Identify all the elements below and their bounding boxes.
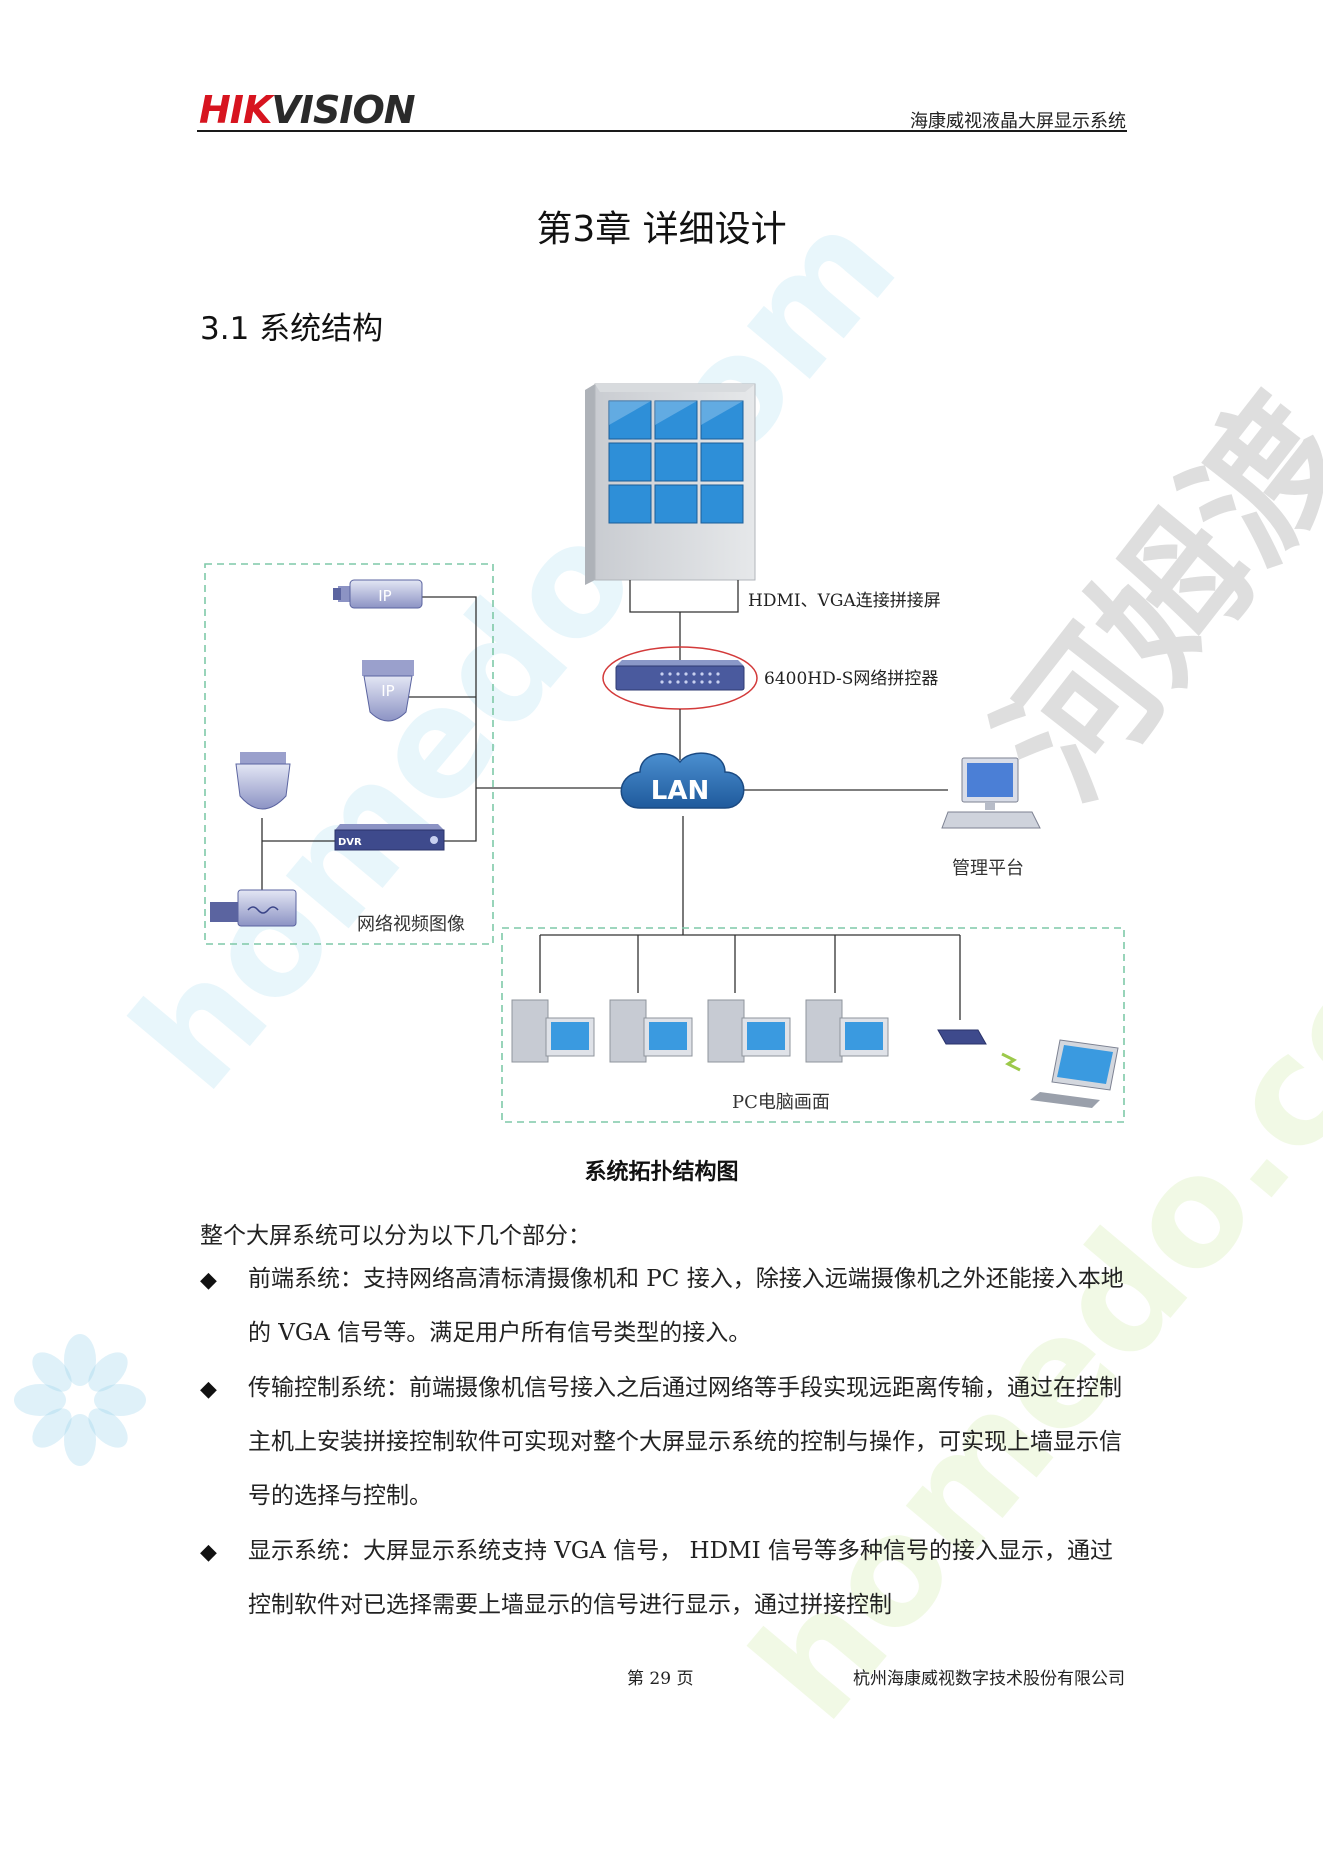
wireless-router-icon [937,1029,987,1045]
management-label: 管理平台 [952,858,1024,879]
dvr-icon [334,824,445,851]
hdmi-label: HDMI、VGA连接拼接屏 [748,591,941,611]
video-wall-icon [585,383,756,585]
controller-label: 6400HD-S网络拼控器 [764,669,938,689]
header-rule [197,130,1127,132]
bullet-text: 显示系统：大屏显示系统支持 VGA 信号， HDMI 信号等多种信号的接入显示，… [248,1538,1113,1618]
diamond-bullet-icon: ◆ [200,1540,217,1565]
speed-dome-camera-icon [235,752,291,810]
diamond-bullet-icon: ◆ [200,1268,217,1293]
ip-badge-1: IP [378,587,391,605]
wireless-signal-icon [1001,1052,1021,1072]
logo-vision: VISION [271,88,415,132]
network-video-label: 网络视频图像 [357,914,465,935]
bullet-frontend: ◆ 前端系统：支持网络高清标清摄像机和 PC 接入，除接入远端摄像机之外还能接入… [200,1264,1130,1372]
diamond-bullet-icon: ◆ [200,1377,217,1402]
lan-label: LAN [651,776,709,806]
chapter-title: 第3章 详细设计 [536,209,787,250]
laptop-icon [1030,1039,1119,1108]
box-camera-icon [210,889,297,927]
topology-diagram: HDMI、VGA连接拼接屏 6400HD-S网络拼控器 LAN 网 [204,383,1125,1123]
pc-icon-1 [511,999,595,1063]
dvr-badge: DVR [338,837,362,848]
footer-page-number: 第 29 页 [627,1669,694,1689]
bullet-display: ◆ 显示系统：大屏显示系统支持 VGA 信号， HDMI 信号等多种信号的接入显… [200,1536,1130,1644]
pc-icon-3 [707,999,791,1063]
management-computer-icon [941,757,1041,829]
lan-cloud-icon [620,752,745,809]
intro-paragraph: 整个大屏系统可以分为以下几个部分： [200,1223,591,1249]
network-controller-icon [602,646,758,710]
pc-icon-2 [609,999,693,1063]
logo-hik: HIK [199,88,272,132]
pc-icon-4 [805,999,889,1063]
ip-badge-2: IP [381,682,394,700]
diagram-caption: 系统拓扑结构图 [584,1160,739,1185]
watermark-flower-icon [14,1334,146,1466]
ip-dome-camera-icon [362,660,414,722]
bullet-text: 前端系统：支持网络高清标清摄像机和 PC 接入，除接入远端摄像机之外还能接入本地… [248,1266,1124,1346]
header-title: 海康威视液晶大屏显示系统 [910,111,1126,132]
bullet-transmission: ◆ 传输控制系统：前端摄像机信号接入之后通过网络等手段实现远距离传输，通过在控制… [200,1373,1130,1535]
bullet-text: 传输控制系统：前端摄像机信号接入之后通过网络等手段实现远距离传输，通过在控制主机… [248,1375,1122,1509]
section-title: 3.1 系统结构 [200,311,384,347]
hikvision-logo: HIKVISION [199,88,416,132]
footer-company: 杭州海康威视数字技术股份有限公司 [853,1669,1125,1689]
network-video-group [204,563,494,945]
ip-camera-icon [333,579,423,609]
pc-label: PC电脑画面 [732,1092,830,1113]
